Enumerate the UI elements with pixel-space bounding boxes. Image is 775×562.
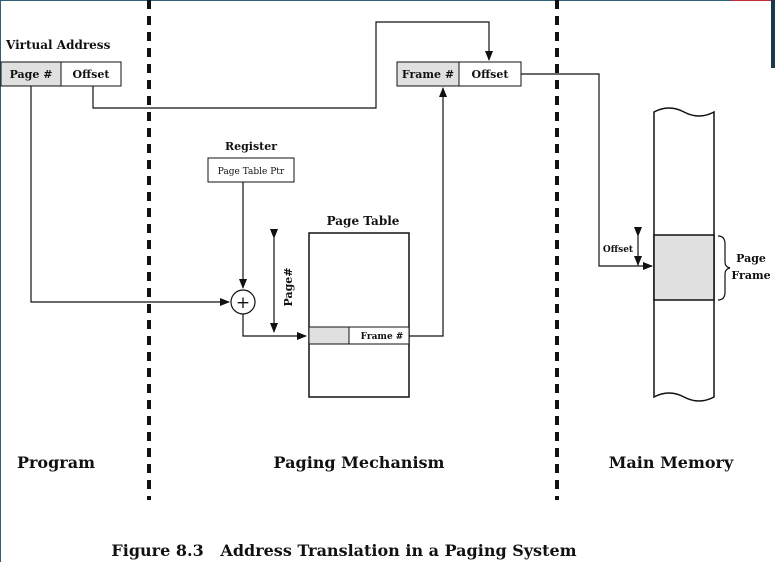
page-table-label: Page Table [327, 214, 400, 228]
page-index-label: Page# [282, 267, 295, 306]
memory-page-frame [653, 234, 715, 301]
va-page-text: Page # [10, 68, 53, 81]
virtual-address-label: Virtual Address [5, 38, 111, 52]
page-frame-label-line2: Frame [731, 269, 770, 282]
page-table [308, 232, 410, 398]
frame-edge-right [771, 0, 775, 68]
out-frame-field [396, 61, 460, 87]
va-offset-text: Offset [73, 68, 111, 81]
section-program: Program [17, 453, 95, 472]
figure-caption: Figure 8.3 Address Translation in a Pagi… [111, 541, 576, 560]
frame-edge-top-right [731, 0, 775, 1]
memory-offset-label: Offset [603, 245, 634, 255]
section-memory: Main Memory [609, 453, 734, 472]
adder-symbol: + [236, 293, 250, 313]
page-table-entry-shade [308, 326, 350, 345]
wire-frame-to-output [409, 87, 447, 337]
out-frame-text: Frame # [402, 68, 454, 81]
register-label: Register [225, 140, 277, 153]
section-paging: Paging Mechanism [274, 453, 445, 472]
wire-adder-to-entry [242, 314, 307, 340]
register-box-text: Page Table Ptr [218, 167, 285, 177]
wire-virtual-offset [92, 21, 493, 109]
page-frame-brace [717, 235, 731, 301]
va-offset-field [60, 61, 122, 87]
wire-offset-to-memory [521, 73, 653, 270]
frame-edge-left [0, 0, 1, 562]
frame-edge-top [0, 0, 775, 1]
page-frame-label-line1: Page [736, 252, 766, 265]
page-table-entry-frame-text: Frame # [361, 332, 404, 342]
out-offset-text: Offset [472, 68, 510, 81]
register-box [207, 157, 295, 183]
wire-page-number [30, 86, 230, 306]
